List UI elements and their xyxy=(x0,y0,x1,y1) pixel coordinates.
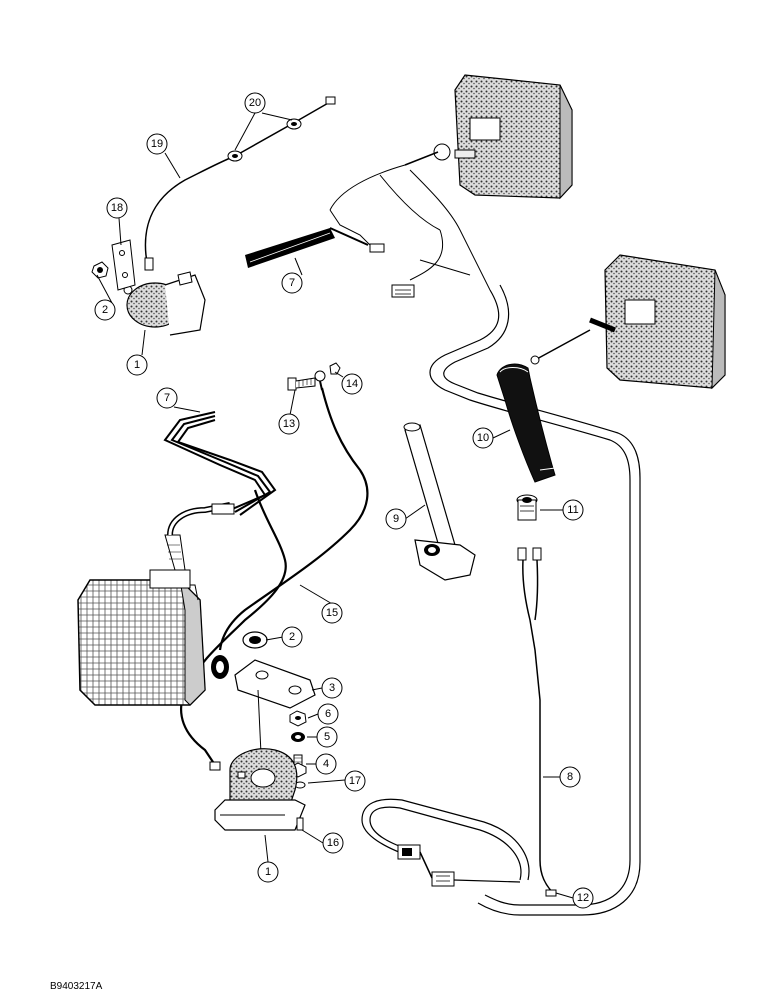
plate-3 xyxy=(234,659,316,709)
left-work-lamp xyxy=(77,502,235,706)
cable-15 xyxy=(180,387,369,766)
connector-lead xyxy=(453,879,521,883)
callout-9: 9 xyxy=(385,508,407,530)
terminal-12 xyxy=(545,889,557,897)
callout-2-upper: 2 xyxy=(94,299,116,321)
harness-conduit xyxy=(429,284,641,916)
svg-text:2: 2 xyxy=(102,304,108,316)
cable-19 xyxy=(144,101,331,271)
upper-horn-assembly xyxy=(123,271,206,336)
nut-6 xyxy=(289,710,307,727)
wire-bundle-upper xyxy=(245,227,369,268)
cable-terminal xyxy=(209,761,221,771)
cable-end-terminal xyxy=(325,96,336,105)
switch-terminal-a xyxy=(517,547,527,561)
svg-text:14: 14 xyxy=(346,378,358,390)
harness-connector-lower xyxy=(431,871,455,887)
switch-11 xyxy=(516,494,538,521)
right-work-lamp xyxy=(530,254,726,390)
ring-terminal-14 xyxy=(314,362,341,391)
callout-20: 20 xyxy=(244,92,266,114)
svg-text:10: 10 xyxy=(477,432,489,444)
upper-bracket-plate xyxy=(111,239,136,291)
callout-8: 8 xyxy=(559,766,581,788)
callout-16: 16 xyxy=(322,832,344,854)
callout-7-upper: 7 xyxy=(281,272,303,294)
screw-16 xyxy=(296,817,304,831)
callout-1-lower: 1 xyxy=(257,861,279,883)
callout-5: 5 xyxy=(316,726,338,748)
callout-1-upper: 1 xyxy=(126,354,148,376)
connector-link xyxy=(419,851,433,879)
callout-12: 12 xyxy=(572,887,594,909)
svg-text:9: 9 xyxy=(393,513,399,525)
callout-13: 13 xyxy=(278,413,300,435)
svg-text:5: 5 xyxy=(324,731,330,743)
grip-10 xyxy=(496,363,556,483)
leader-lines xyxy=(96,112,574,899)
washer-5 xyxy=(291,732,305,742)
callout-18: 18 xyxy=(106,197,128,219)
cable-grommet xyxy=(211,655,229,679)
svg-text:12: 12 xyxy=(577,892,589,904)
callout-10: 10 xyxy=(472,427,494,449)
callout-15: 15 xyxy=(321,602,343,624)
callout-14: 14 xyxy=(341,373,363,395)
svg-text:1: 1 xyxy=(134,359,140,371)
svg-text:20: 20 xyxy=(249,97,261,109)
svg-text:3: 3 xyxy=(329,682,335,694)
switch-wires xyxy=(522,559,556,896)
svg-text:7: 7 xyxy=(289,277,295,289)
svg-text:15: 15 xyxy=(326,607,338,619)
svg-text:2: 2 xyxy=(289,631,295,643)
svg-text:7: 7 xyxy=(164,392,170,404)
callout-7-lower: 7 xyxy=(156,387,178,409)
svg-text:4: 4 xyxy=(323,758,329,770)
svg-text:8: 8 xyxy=(567,771,573,783)
wire-bundle-lower xyxy=(163,411,277,516)
bracket-arm-9 xyxy=(403,422,476,581)
harness-connector-upper xyxy=(397,844,421,860)
svg-text:6: 6 xyxy=(325,708,331,720)
lower-harness-loop xyxy=(361,798,530,881)
svg-text:11: 11 xyxy=(567,504,578,516)
svg-text:16: 16 xyxy=(327,837,339,849)
callout-2-lower: 2 xyxy=(281,626,303,648)
svg-text:19: 19 xyxy=(151,138,163,150)
grommet-right xyxy=(286,118,302,130)
bolt-13 xyxy=(287,377,316,391)
callout-6: 6 xyxy=(317,703,339,725)
switch-terminal-b xyxy=(532,547,542,561)
document-code: B9403217A xyxy=(50,981,103,992)
upper-wiring xyxy=(329,164,491,298)
grommet-left xyxy=(227,150,243,162)
svg-text:17: 17 xyxy=(349,775,361,787)
svg-text:13: 13 xyxy=(283,418,295,430)
callout-3: 3 xyxy=(321,677,343,699)
svg-text:1: 1 xyxy=(265,866,271,878)
upper-nut xyxy=(91,261,109,279)
callout-19: 19 xyxy=(146,133,168,155)
svg-text:18: 18 xyxy=(111,202,123,214)
washer-2 xyxy=(242,631,268,649)
callout-11: 11 xyxy=(562,499,584,521)
lower-horn-assembly xyxy=(214,689,306,831)
callout-17: 17 xyxy=(344,770,366,792)
upper-work-lamp xyxy=(404,74,573,200)
callout-4: 4 xyxy=(315,753,337,775)
